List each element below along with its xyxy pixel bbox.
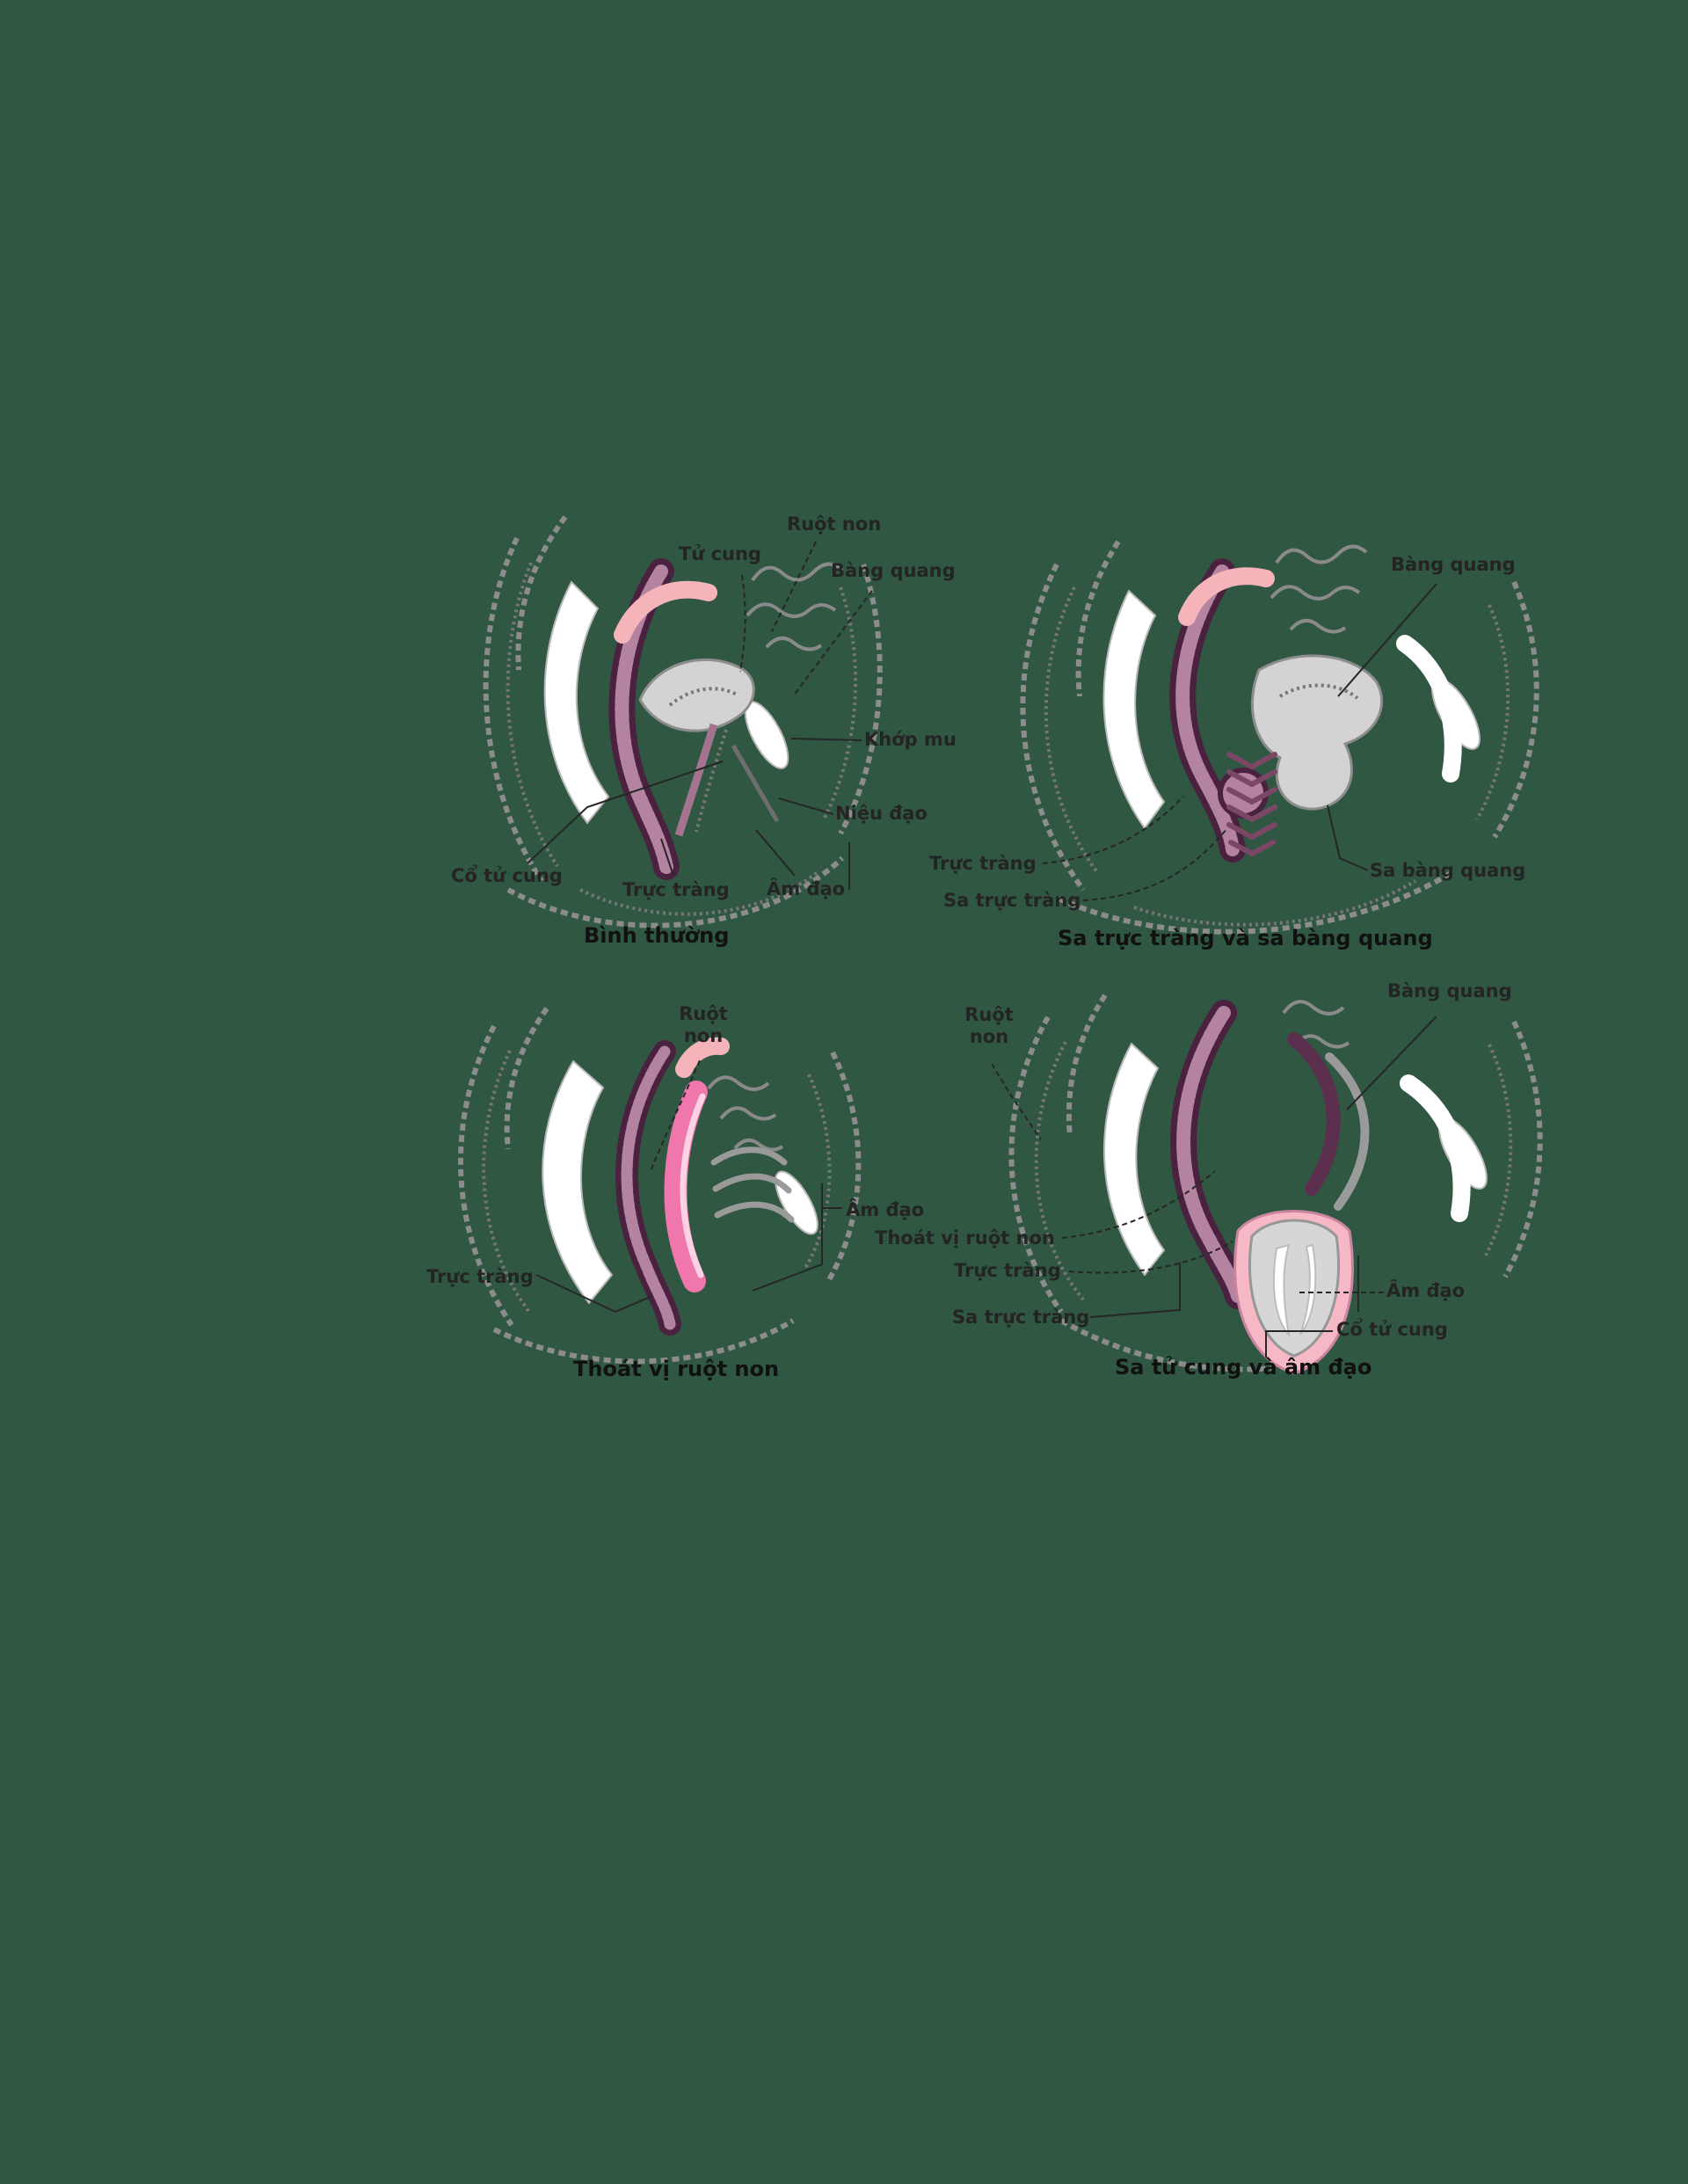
label-bang-quang: Bàng quang [831, 560, 956, 581]
caption-rectocele-cystocele: Sa trực tràng và sa bàng quang [1058, 926, 1433, 950]
label-am-dao: Âm đạo [846, 1199, 925, 1220]
label-ruot-non: Ruột non [787, 513, 882, 535]
label-ruot-non: Ruột non [679, 1003, 728, 1047]
illustration-enterocele [457, 1007, 862, 1365]
sacrum-bone [542, 1059, 614, 1305]
label-co-tu-cung: Cổ tử cung [1336, 1319, 1448, 1340]
label-thoat-vi-ruot-non: Thoát vị ruột non [875, 1227, 1055, 1249]
sacrum-bone [543, 580, 610, 825]
caption-enterocele: Thoát vị ruột non [573, 1357, 780, 1381]
label-nieu-dao: Niệu đạo [835, 803, 928, 824]
urethra-shape [731, 744, 780, 823]
label-truc-trang: Trực tràng [426, 1266, 534, 1287]
label-sa-bang-quang: Sa bàng quang [1370, 860, 1526, 881]
label-co-tu-cung: Cổ tử cung [451, 865, 563, 886]
label-am-dao: Âm đạo [767, 878, 846, 899]
label-sa-truc-trang: Sa trực tràng [952, 1307, 1090, 1328]
label-truc-trang: Trực tràng [622, 879, 730, 900]
label-sa-truc-trang: Sa trực tràng [943, 890, 1081, 911]
label-ruot-non: Ruột non [964, 1004, 1014, 1048]
sacrum-bone [1102, 589, 1166, 830]
label-bang-quang: Bàng quang [1387, 980, 1512, 1001]
colon-shape [614, 580, 717, 644]
label-khop-mu: Khớp mu [864, 729, 957, 750]
sacrum-bone [1102, 1042, 1166, 1277]
vagina-shape [664, 1081, 708, 1292]
illustration-uterine-prolapse [991, 994, 1543, 1375]
illustration-normal-pelvis [483, 515, 883, 928]
caption-normal: Bình thường [584, 923, 730, 948]
vagina-shape [674, 723, 718, 837]
pubic-bone [775, 1170, 819, 1235]
colon-shape [1178, 567, 1275, 626]
label-bang-quang: Bàng quang [1391, 554, 1516, 575]
uterus-shape [638, 658, 755, 732]
prolapsed-uterus-shape [1248, 1219, 1341, 1358]
uterus-descending-band [1287, 1032, 1341, 1196]
label-truc-trang: Trực tràng [954, 1260, 1061, 1281]
label-tu-cung: Tử cung [679, 543, 761, 564]
label-am-dao: Âm đạo [1386, 1280, 1466, 1301]
illustration-rectocele-cystocele [1020, 540, 1539, 935]
label-truc-trang: Trực tràng [929, 853, 1037, 874]
bladder-shape [1250, 654, 1384, 811]
caption-uterine-prolapse: Sa tử cung và âm đạo [1115, 1355, 1372, 1380]
